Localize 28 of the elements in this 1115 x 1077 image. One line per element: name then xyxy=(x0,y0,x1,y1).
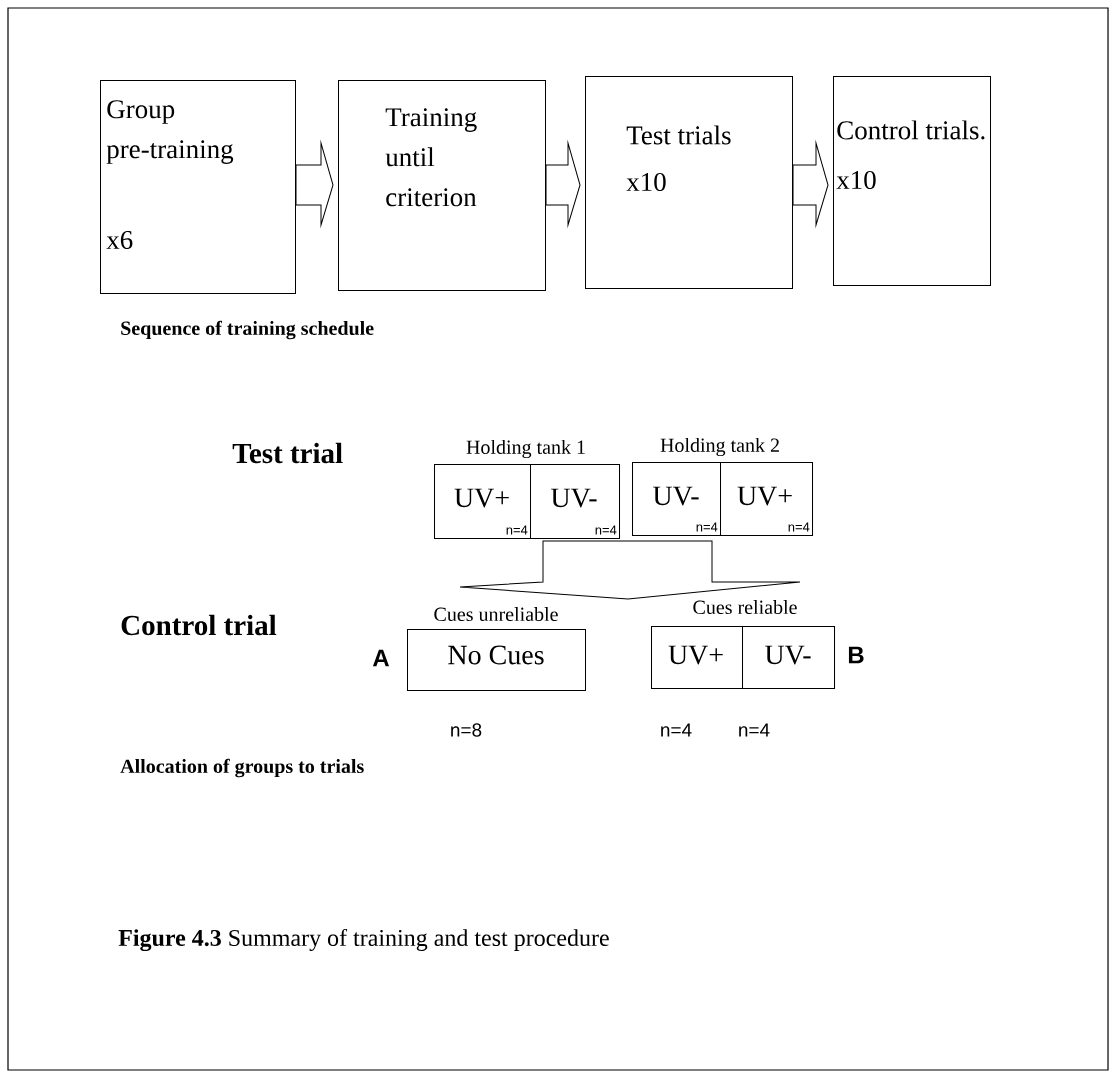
node-label: Holding tank 1 xyxy=(466,439,585,459)
node-label: Holding tank 2 xyxy=(660,437,779,457)
tank-cell: UV+ n=4 xyxy=(434,464,531,539)
section-heading: Sequence of training schedule xyxy=(121,320,374,340)
row-label: Control trial xyxy=(121,614,277,636)
row-label: Test trial xyxy=(232,442,343,464)
tank-cell: UV- n=4 xyxy=(530,464,620,539)
process-box: Control trials. x10 xyxy=(833,76,991,286)
tank-cell: UV+ n=4 xyxy=(720,462,813,536)
block-arrow xyxy=(295,142,334,226)
split-arrow xyxy=(459,540,801,600)
section-heading: Allocation of groups to trials xyxy=(120,758,364,778)
condition-box: Cues unreliable A No Cues n=8 xyxy=(372,606,586,737)
node-label: n=8 xyxy=(451,723,482,737)
process-box: Test trials x10 xyxy=(585,76,793,289)
process-box: Group pre-training x6 xyxy=(100,80,296,294)
process-box: Training until criterion xyxy=(338,80,546,291)
block-arrow xyxy=(792,142,829,226)
node-label: n=4 xyxy=(739,723,770,737)
node-label: Cues reliable xyxy=(693,599,797,615)
caption: Figure 4.3 Summary of training and test procedure xyxy=(118,928,609,952)
node-label: Cues unreliable xyxy=(434,606,558,622)
tank-cell: UV- n=4 xyxy=(632,462,721,536)
block-arrow xyxy=(545,142,581,226)
node-label: B xyxy=(848,646,864,664)
node-label: n=4 xyxy=(661,723,692,737)
tank-cell: UV- n=4 xyxy=(739,626,835,737)
node-label: A xyxy=(372,649,390,667)
